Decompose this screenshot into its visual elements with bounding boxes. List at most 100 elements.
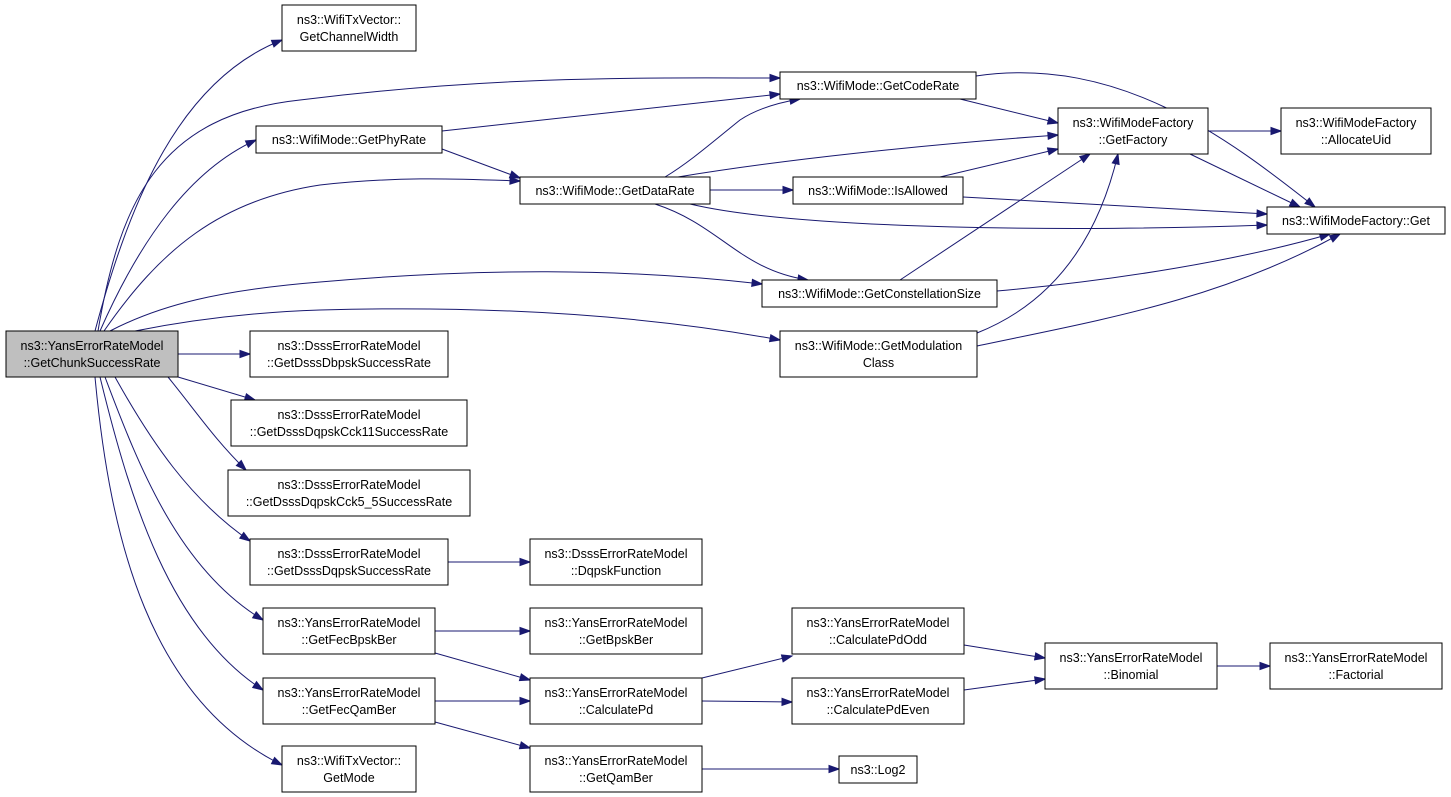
node-label-line: ::CalculatePdEven (827, 703, 930, 717)
node-binomial[interactable]: ns3::YansErrorRateModel::Binomial (1044, 642, 1218, 690)
node-label-line: ns3::YansErrorRateModel (1060, 651, 1203, 665)
node-fecBpskBer[interactable]: ns3::YansErrorRateModel::GetFecBpskBer (262, 607, 436, 655)
arrowhead (518, 673, 532, 682)
node-label-line: ::GetFactory (1099, 133, 1169, 147)
node-label-line: Class (863, 356, 894, 370)
edge-line (1189, 153, 1301, 208)
node-label-line: ns3::DsssErrorRateModel (277, 478, 420, 492)
node-dqpskCck55[interactable]: ns3::DsssErrorRateModel::GetDsssDqpskCck… (227, 469, 471, 517)
edge-modulationClass-to-factoryGetFactory (976, 152, 1120, 334)
node-label-line: ns3::YansErrorRateModel (545, 686, 688, 700)
edge-line (114, 376, 251, 542)
node-label-line: ns3::YansErrorRateModel (278, 686, 421, 700)
node-bpskBer[interactable]: ns3::YansErrorRateModel::GetBpskBer (529, 607, 703, 655)
arrowhead (244, 139, 258, 149)
node-box (227, 469, 471, 517)
edge-root-to-getDataRate (103, 176, 522, 332)
edge-isAllowed-to-factoryGet (962, 196, 1269, 218)
arrowhead (1256, 221, 1269, 230)
node-label-line: ns3::WifiMode::GetConstellationSize (778, 287, 981, 301)
edge-line (959, 98, 1059, 124)
arrowhead (1256, 209, 1269, 218)
node-label-line: GetChannelWidth (300, 30, 399, 44)
node-factorial[interactable]: ns3::YansErrorRateModel::Factorial (1269, 642, 1443, 690)
node-log2[interactable]: ns3::Log2 (838, 755, 918, 784)
edge-isAllowed-to-factoryGetFactory (939, 147, 1060, 178)
edge-fecQamBer-to-calculatePd (435, 696, 532, 706)
arrowhead (828, 764, 841, 774)
arrowhead (508, 170, 522, 179)
edge-fecBpskBer-to-calculatePd (434, 652, 532, 682)
edge-root-to-dbpsk (178, 349, 252, 359)
arrowhead (519, 557, 532, 567)
edge-line (939, 148, 1059, 178)
node-label-line: ns3::WifiMode::GetDataRate (535, 184, 694, 198)
edge-root-to-constellationSize (109, 271, 764, 332)
node-factoryGetFactory[interactable]: ns3::WifiModeFactory::GetFactory (1057, 107, 1209, 155)
node-getCodeRate[interactable]: ns3::WifiMode::GetCodeRate (779, 71, 977, 100)
node-label-line: ::AllocateUid (1321, 133, 1391, 147)
arrowhead (251, 680, 265, 691)
node-allocateUid[interactable]: ns3::WifiModeFactory::AllocateUid (1280, 107, 1432, 155)
edge-binomial-to-factorial (1217, 661, 1272, 671)
arrowhead (1033, 652, 1047, 661)
edge-getDataRate-to-factoryGetFactory (677, 131, 1060, 178)
arrowhead (238, 531, 252, 542)
arrowhead (1259, 661, 1272, 671)
node-label-line: ::GetDsssDqpskCck11SuccessRate (250, 425, 448, 439)
edge-root-to-getPhyRate (99, 139, 258, 332)
node-label-line: ::GetDsssDqpskCck5_5SuccessRate (246, 495, 452, 509)
node-label-line: ns3::YansErrorRateModel (807, 616, 950, 630)
node-label-line: ns3::DsssErrorRateModel (277, 547, 420, 561)
arrowhead (1270, 126, 1283, 136)
node-label-line: ::Binomial (1104, 668, 1159, 682)
node-label-line: ns3::DsssErrorRateModel (277, 339, 420, 353)
node-dqpskFunction[interactable]: ns3::DsssErrorRateModel::DqpskFunction (529, 538, 703, 586)
edge-qamBer-to-log2 (702, 764, 841, 774)
node-dqpskCck11[interactable]: ns3::DsssErrorRateModel::GetDsssDqpskCck… (230, 399, 468, 447)
edge-getDataRate-to-getCodeRate (664, 96, 802, 178)
node-dbpsk[interactable]: ns3::DsssErrorRateModel::GetDsssDbpskSuc… (249, 330, 449, 378)
node-label-line: ns3::WifiMode::GetModulation (795, 339, 962, 353)
edge-root-to-dqpskCck11 (177, 376, 257, 402)
node-label-line: ns3::DsssErrorRateModel (544, 547, 687, 561)
arrowhead (1078, 153, 1092, 164)
node-factoryGet[interactable]: ns3::WifiModeFactory::Get (1266, 206, 1446, 235)
node-qamBer[interactable]: ns3::YansErrorRateModel::GetQamBer (529, 745, 703, 793)
arrowhead (1111, 152, 1120, 166)
edge-line (134, 308, 781, 341)
node-constellationSize[interactable]: ns3::WifiMode::GetConstellationSize (761, 279, 998, 308)
node-label-line: ns3::Log2 (851, 763, 906, 777)
edge-getDataRate-to-constellationSize (654, 203, 810, 283)
node-isAllowed[interactable]: ns3::WifiMode::IsAllowed (792, 176, 964, 205)
node-label-line: ns3::YansErrorRateModel (545, 754, 688, 768)
node-calculatePd[interactable]: ns3::YansErrorRateModel::CalculatePd (529, 677, 703, 725)
node-txGetMode[interactable]: ns3::WifiTxVector::GetMode (281, 745, 417, 793)
node-box (281, 745, 417, 793)
node-dqpsk[interactable]: ns3::DsssErrorRateModel::GetDsssDqpskSuc… (249, 538, 449, 586)
node-label-line: ::DqpskFunction (571, 564, 661, 578)
node-box (5, 330, 179, 378)
edge-line (664, 98, 801, 178)
node-box (255, 125, 443, 154)
arrowhead (518, 741, 532, 750)
node-label-line: ns3::YansErrorRateModel (1285, 651, 1428, 665)
node-txChannelWidth[interactable]: ns3::WifiTxVector::GetChannelWidth (281, 4, 417, 52)
node-fecQamBer[interactable]: ns3::YansErrorRateModel::GetFecQamBer (262, 677, 436, 725)
node-getDataRate[interactable]: ns3::WifiMode::GetDataRate (519, 176, 711, 205)
edge-line (441, 148, 521, 179)
edge-line (167, 376, 247, 471)
edge-constellationSize-to-factoryGetFactory (899, 153, 1092, 281)
edge-getDataRate-to-factoryGet (689, 203, 1269, 230)
node-root[interactable]: ns3::YansErrorRateModel::GetChunkSuccess… (5, 330, 179, 378)
node-label-line: ::GetFecQamBer (302, 703, 396, 717)
edge-line (434, 721, 531, 749)
edge-line (104, 376, 264, 621)
edge-line (94, 39, 283, 332)
node-calculatePdEven[interactable]: ns3::YansErrorRateModel::CalculatePdEven (791, 677, 965, 725)
node-box (262, 677, 436, 725)
node-calculatePdOdd[interactable]: ns3::YansErrorRateModel::CalculatePdOdd (791, 607, 965, 655)
node-getPhyRate[interactable]: ns3::WifiMode::GetPhyRate (255, 125, 443, 154)
edge-calculatePdEven-to-binomial (963, 676, 1047, 691)
